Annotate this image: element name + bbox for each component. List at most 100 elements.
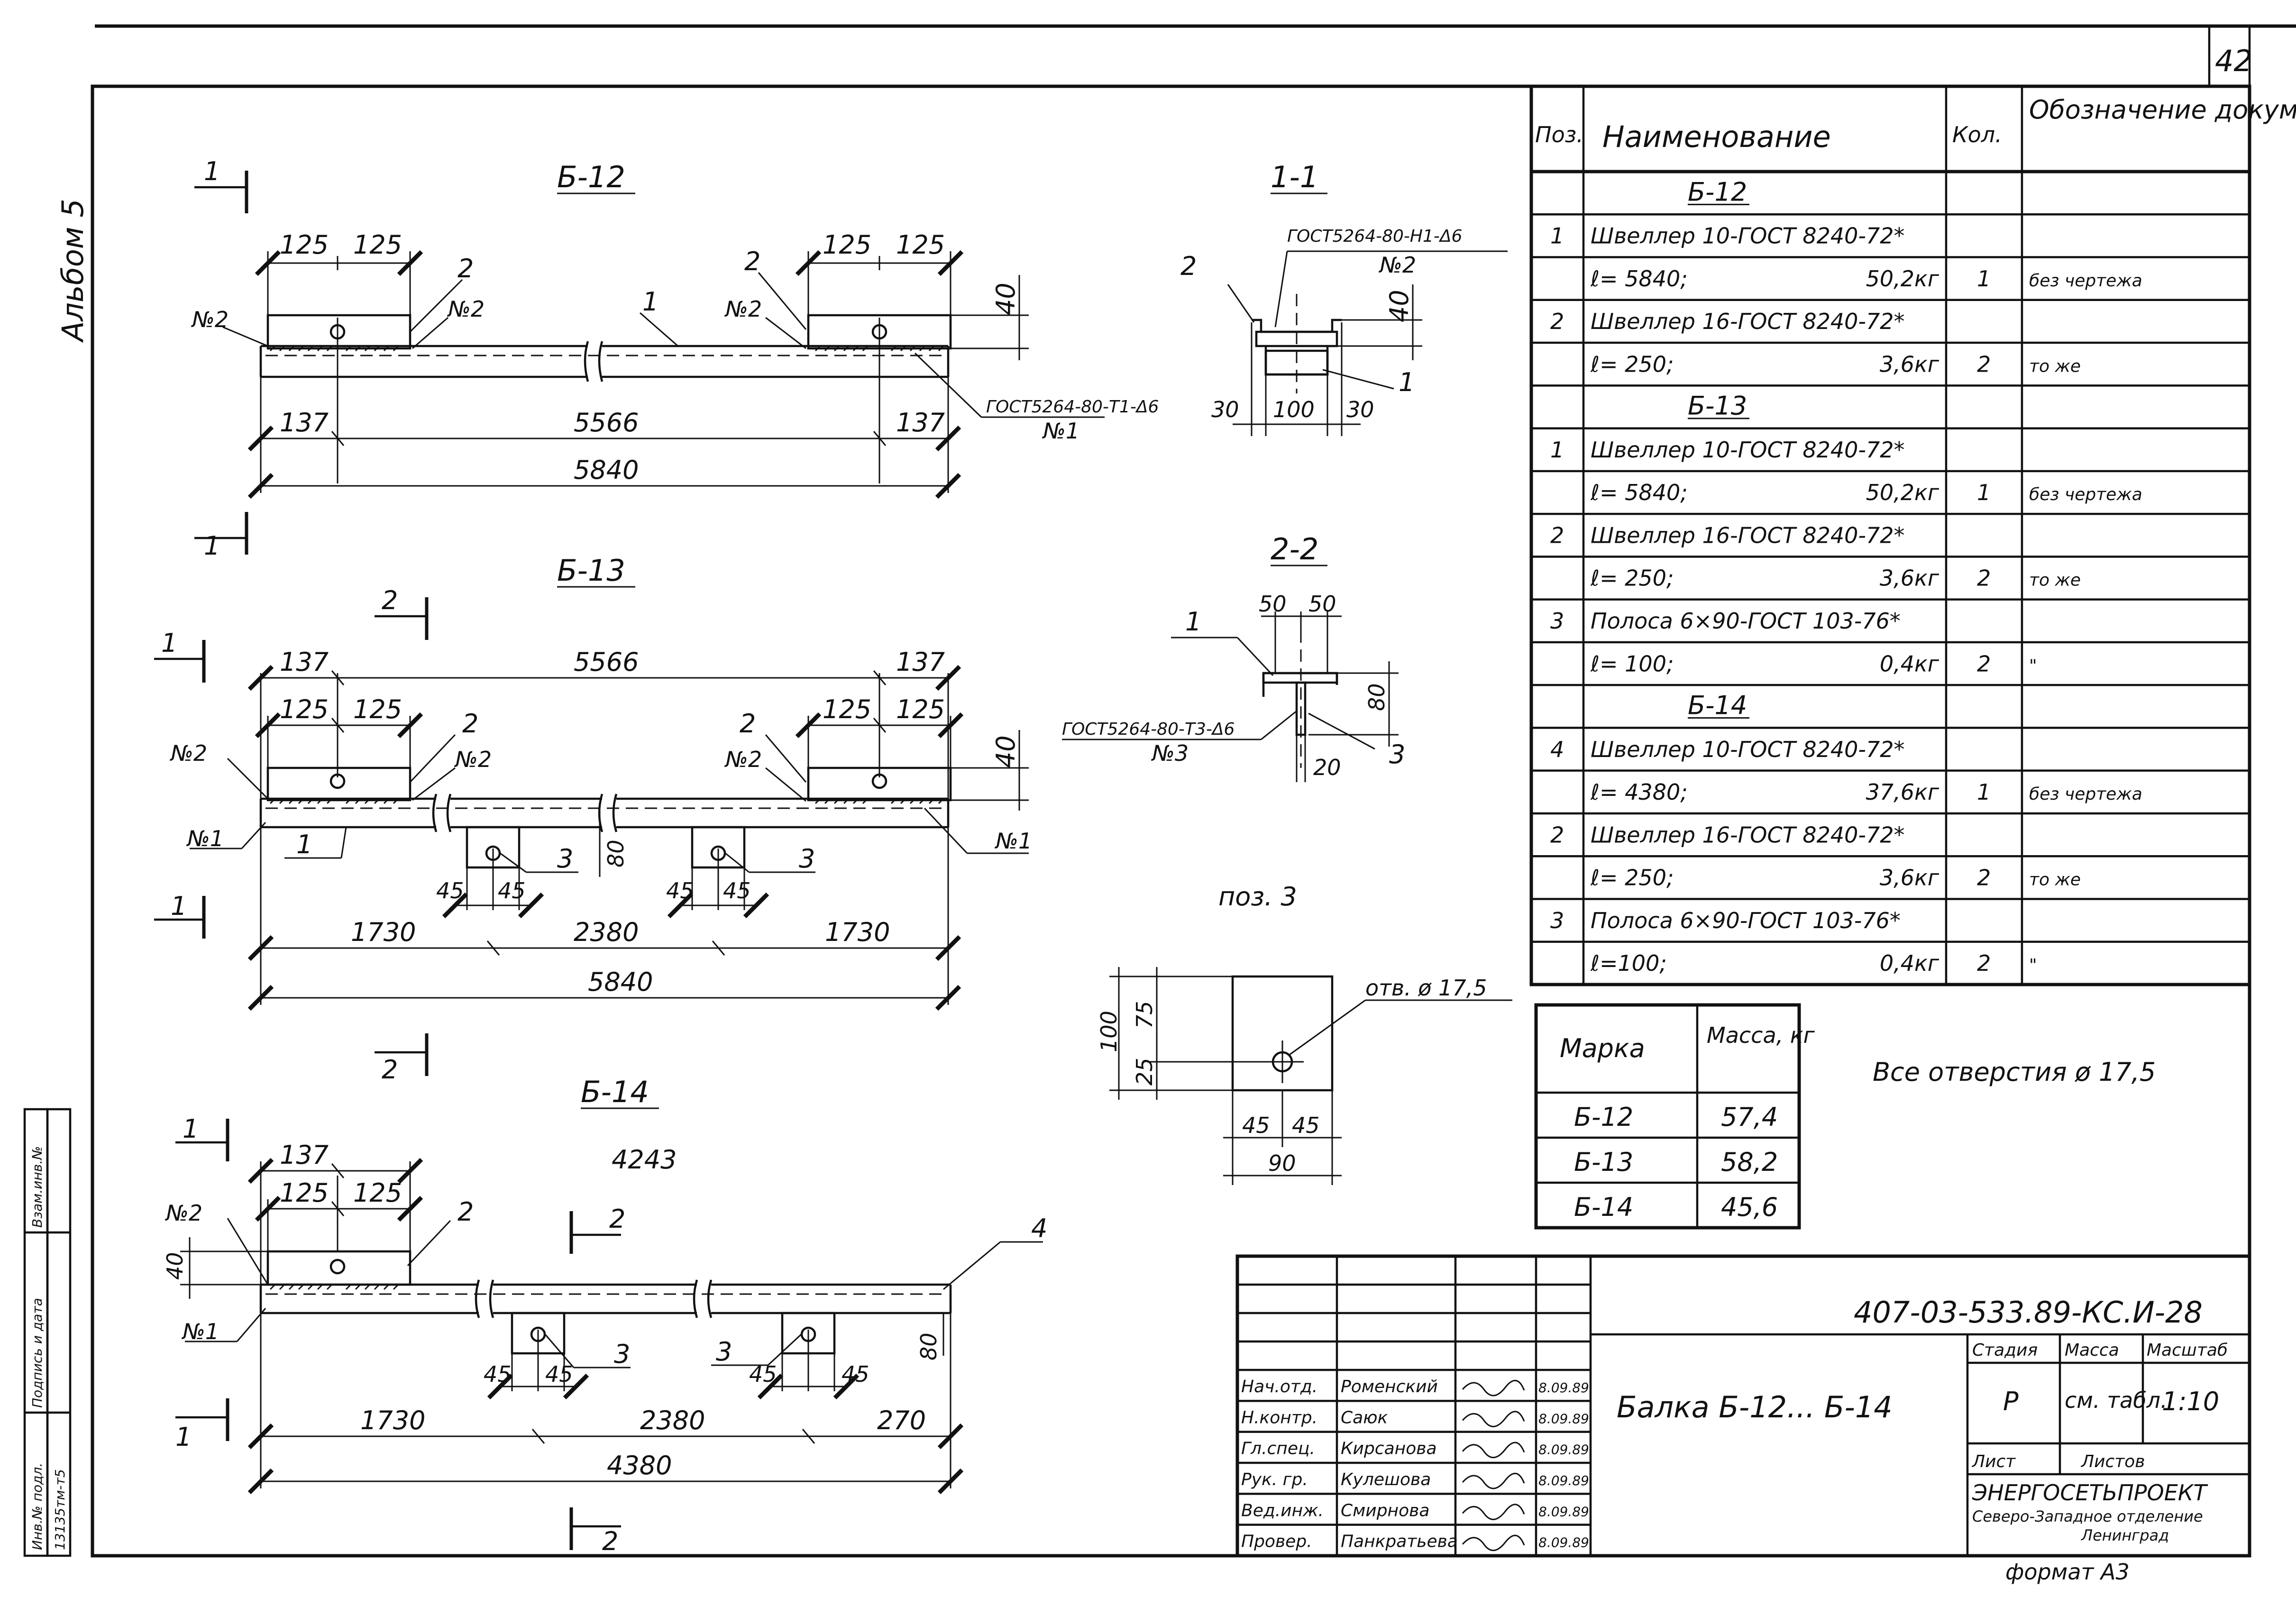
side-stamp: Взам.инв.№ Подпись и дата Инв.№ подл. 13… — [23, 1108, 72, 1557]
signature-date: 8.09.89 — [1538, 1535, 1589, 1551]
svg-text:2: 2 — [602, 1526, 618, 1556]
signature-name: Смирнова — [1341, 1501, 1429, 1520]
signature-name: Панкратьева — [1341, 1532, 1458, 1551]
svg-text:30: 30 — [1346, 397, 1374, 422]
mass-row-value: 45,6 — [1721, 1192, 1778, 1222]
svg-text:80: 80 — [603, 839, 629, 867]
view-b14: Б-14 1 1 2 2 — [162, 1075, 1047, 1556]
svg-text:2: 2 — [382, 585, 398, 615]
svg-text:45: 45 — [498, 878, 526, 903]
parts-row-qty: 1 — [1977, 266, 1991, 292]
svg-text:отв. ø 17,5: отв. ø 17,5 — [1365, 975, 1487, 1001]
dims-bottom-b13: 1730 2380 1730 5840 — [247, 827, 961, 1011]
svg-text:2: 2 — [1180, 251, 1197, 281]
parts-row-pos: 1 — [1550, 223, 1564, 249]
svg-text:45: 45 — [545, 1361, 573, 1387]
org-city: Ленинград — [2081, 1526, 2169, 1544]
parts-row-qty: 2 — [1977, 351, 1991, 377]
parts-row-qty: 2 — [1977, 566, 1991, 591]
parts-row-pos: 2 — [1550, 822, 1564, 848]
svg-text:137: 137 — [280, 408, 329, 438]
signature-scribble — [1462, 1411, 1525, 1427]
format-label: формат А3 — [2005, 1559, 2130, 1585]
parts-row-doc: то же — [2029, 571, 2081, 590]
view-title-b14: Б-14 — [581, 1075, 649, 1109]
sheet-frame: 42 Альбом 5 Взам.инв.№ Подпись и дата Ин… — [23, 24, 2296, 1585]
svg-text:80: 80 — [916, 1332, 942, 1360]
signature-scribble — [1462, 1504, 1525, 1520]
parts-group-title: Б-14 — [1688, 691, 1747, 721]
page-number: 42 — [2215, 44, 2252, 78]
parts-group-title: Б-13 — [1688, 391, 1747, 421]
signature-role: Н.контр. — [1241, 1408, 1317, 1427]
svg-text:ГОСТ5264-80-Н1-Δ6: ГОСТ5264-80-Н1-Δ6 — [1287, 227, 1462, 246]
detail-pos3: поз. 3 отв. ø 17,5 100 75 25 45 45 90 — [1096, 882, 1512, 1185]
sheet-label: Лист — [1971, 1452, 2016, 1471]
svg-text:3: 3 — [1389, 739, 1405, 769]
parts-row-pos: 2 — [1550, 309, 1564, 334]
mass-header-mass: Масса, кг — [1707, 1022, 1815, 1048]
section-mark-1-top: 1 1 — [194, 156, 248, 561]
scale-value: 1:10 — [2162, 1387, 2219, 1416]
svg-text:125: 125 — [280, 230, 329, 260]
svg-text:125: 125 — [896, 230, 945, 260]
stiffener-left-b13 — [266, 766, 412, 802]
parts-row-doc: то же — [2029, 870, 2081, 890]
parts-group-title: Б-12 — [1688, 177, 1747, 207]
svg-text:40: 40 — [1384, 290, 1414, 322]
stamp-replace-inv: Взам.инв.№ — [29, 1146, 45, 1228]
signature-date: 8.09.89 — [1538, 1504, 1589, 1519]
section-2-2: 2-2 50 50 80 20 1 3 ГОСТ5264-80-Т3-Δ6 №3 — [1062, 532, 1405, 782]
svg-text:1730: 1730 — [360, 1405, 425, 1435]
svg-text:4380: 4380 — [607, 1451, 672, 1480]
view-b12: Б-12 1 1 — [191, 156, 1159, 561]
signature-date: 8.09.89 — [1538, 1473, 1589, 1488]
parts-row-qty: 2 — [1977, 865, 1991, 891]
svg-text:80: 80 — [1364, 683, 1390, 711]
svg-text:2: 2 — [609, 1204, 625, 1234]
signature-role: Рук. гр. — [1241, 1470, 1308, 1489]
svg-text:1: 1 — [1399, 367, 1415, 397]
dims-top-b12: 125 125 125 125 40 — [255, 230, 1029, 360]
svg-text:45: 45 — [1242, 1113, 1270, 1138]
parts-row-pos: 3 — [1550, 908, 1564, 933]
svg-text:1: 1 — [171, 891, 187, 921]
parts-row-mass: 37,6кг — [1866, 779, 1939, 805]
parts-row-name: ℓ=100; — [1590, 950, 1667, 976]
parts-row-qty: 1 — [1977, 480, 1991, 505]
parts-header-pos: Поз. — [1535, 122, 1583, 147]
view-title-b12: Б-12 — [557, 160, 625, 194]
parts-row-name: Полоса 6×90-ГОСТ 103-76* — [1591, 608, 1901, 634]
signature-date: 8.09.89 — [1538, 1442, 1589, 1458]
mass-value: см. табл. — [2065, 1387, 2168, 1413]
svg-text:№2: №2 — [169, 740, 207, 766]
signature-role: Нач.отд. — [1241, 1377, 1317, 1396]
parts-row-mass: 50,2кг — [1866, 480, 1939, 505]
dims-top-b13: 137 5566 137 125 125 125 125 40 80 — [247, 647, 1029, 877]
svg-text:№3: №3 — [1151, 740, 1189, 766]
mass-row-value: 58,2 — [1721, 1147, 1778, 1177]
parts-row-name: Швеллер 10-ГОСТ 8240-72* — [1591, 737, 1905, 762]
signature-name: Кирсанова — [1341, 1439, 1437, 1459]
parts-row-name: ℓ= 250; — [1590, 865, 1674, 891]
svg-text:45: 45 — [1292, 1113, 1320, 1138]
svg-text:125: 125 — [823, 694, 871, 724]
stage-header: Стадия — [1972, 1341, 2038, 1360]
signature-scribble — [1462, 1472, 1525, 1489]
signature-name: Саюк — [1341, 1408, 1388, 1427]
signature-role: Гл.спец. — [1241, 1439, 1315, 1459]
parts-row-pos: 3 — [1550, 608, 1564, 634]
section-title-1-1: 1-1 — [1271, 160, 1318, 194]
section-marks-b13: 2 1 1 2 — [154, 585, 429, 1085]
svg-text:40: 40 — [991, 735, 1021, 768]
svg-text:137: 137 — [280, 647, 329, 677]
svg-text:3: 3 — [614, 1339, 630, 1369]
svg-text:ГОСТ5264-80-Т1-Δ6: ГОСТ5264-80-Т1-Δ6 — [986, 397, 1159, 417]
svg-text:№2: №2 — [724, 747, 762, 772]
view-b13: Б-13 2 1 1 2 — [154, 553, 1032, 1085]
svg-text:30: 30 — [1211, 397, 1239, 422]
svg-text:5566: 5566 — [574, 647, 639, 677]
svg-text:100: 100 — [1273, 397, 1315, 422]
svg-text:№2: №2 — [724, 296, 762, 322]
